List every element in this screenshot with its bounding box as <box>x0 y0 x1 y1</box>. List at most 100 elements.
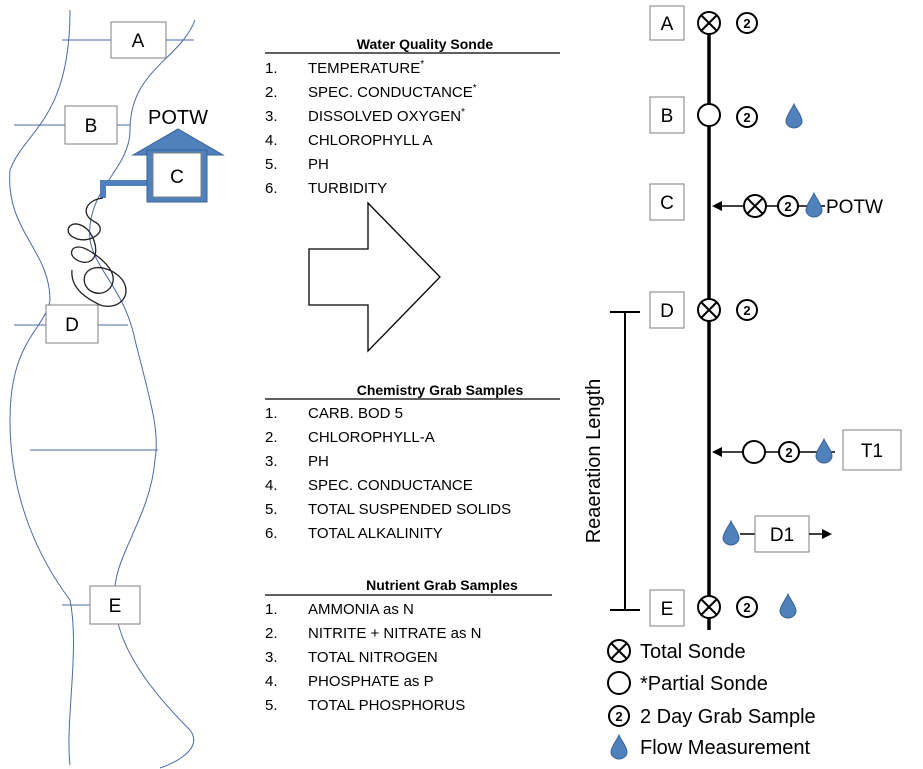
list-item: SPEC. CONDUCTANCE* <box>308 83 477 101</box>
station-label-a: A <box>661 14 674 35</box>
flow-drop-icon <box>610 734 628 760</box>
list-number: 1. <box>265 601 278 618</box>
legend-total-sonde: Total Sonde <box>640 641 746 663</box>
river-sketch: C POTW A B D E <box>9 9 225 769</box>
station-label-d: D <box>65 315 79 336</box>
svg-text:2: 2 <box>743 110 750 125</box>
list-item: TOTAL NITROGEN <box>308 649 438 666</box>
grab-sample-icon: 2 <box>736 106 758 128</box>
list-number: 3. <box>265 453 278 470</box>
list-item: TOTAL PHOSPHORUS <box>308 697 465 714</box>
flow-drop-icon <box>785 103 803 129</box>
river-bank-right <box>89 19 196 769</box>
list-number: 3. <box>265 108 278 125</box>
list-item: CHLOROPHYLL-A <box>308 429 435 446</box>
list-item: CHLOROPHYLL A <box>308 132 433 149</box>
list-number: 2. <box>265 429 278 446</box>
station-box-b <box>649 96 685 134</box>
list-number: 5. <box>265 697 278 714</box>
list-number: 4. <box>265 477 278 494</box>
list-item: PH <box>308 156 329 173</box>
list-item: TOTAL ALKALINITY <box>308 525 443 542</box>
station-label-d: D <box>660 301 674 322</box>
list-item: AMMONIA as N <box>308 601 414 618</box>
nutrient-heading: Nutrient Grab Samples <box>366 577 518 593</box>
list-number: 4. <box>265 673 278 690</box>
grab-sample-icon: 2 <box>736 12 758 34</box>
svg-text:2: 2 <box>743 600 750 615</box>
station-label-d1: D1 <box>770 525 794 546</box>
list-item: TOTAL SUSPENDED SOLIDS <box>308 501 511 518</box>
potw-label: POTW <box>826 197 883 218</box>
list-number: 1. <box>265 60 278 77</box>
grab-sample-icon: 2 <box>608 705 630 727</box>
list-number: 5. <box>265 156 278 173</box>
arrowhead <box>712 447 722 457</box>
legend-flow-measurement: Flow Measurement <box>640 737 811 759</box>
list-number: 3. <box>265 649 278 666</box>
svg-text:2: 2 <box>785 445 792 460</box>
list-item: DISSOLVED OXYGEN* <box>308 107 465 125</box>
flow-drop-icon <box>779 593 797 619</box>
list-item: PHOSPHATE as P <box>308 673 434 690</box>
station-box-a <box>649 5 685 41</box>
list-number: 1. <box>265 405 278 422</box>
list-item: SPEC. CONDUCTANCE <box>308 477 473 494</box>
flow-drop-icon <box>805 192 823 218</box>
potw-house-icon <box>131 128 225 203</box>
station-label-b: B <box>661 106 674 127</box>
arrowhead <box>822 529 832 539</box>
sonde-list: Water Quality Sonde 1. TEMPERATURE* 2. S… <box>265 36 560 197</box>
grab-sample-icon: 2 <box>736 299 758 321</box>
list-item: NITRITE + NITRATE as N <box>308 625 482 642</box>
list-number: 6. <box>265 525 278 542</box>
station-label-a: A <box>132 31 145 52</box>
list-item: CARB. BOD 5 <box>308 405 403 422</box>
svg-text:2: 2 <box>743 303 750 318</box>
station-box-c <box>649 183 685 221</box>
svg-text:2: 2 <box>615 709 622 724</box>
station-box-a <box>110 21 167 59</box>
station-label-c: C <box>170 167 184 188</box>
list-item: PH <box>308 453 329 470</box>
discharge-plume <box>67 197 127 307</box>
station-box-d <box>45 304 99 344</box>
list-number: 4. <box>265 132 278 149</box>
total-sonde-icon <box>607 639 631 663</box>
stream-schematic: Reaeration Length A 2 B 2 C <box>583 5 902 630</box>
list-number: 6. <box>265 180 278 197</box>
station-label-b: B <box>85 116 98 137</box>
legend: Total Sonde *Partial Sonde 2 2 Day Grab … <box>607 639 816 760</box>
flow-drop-icon <box>722 520 740 546</box>
partial-sonde-icon <box>742 440 766 464</box>
station-label-t1: T1 <box>861 441 883 462</box>
grab-sample-icon: 2 <box>777 195 799 217</box>
river-bank-left <box>9 9 74 766</box>
station-box-d <box>649 291 685 329</box>
legend-grab-sample: 2 Day Grab Sample <box>640 706 816 728</box>
partial-sonde-icon <box>697 103 721 127</box>
list-number: 5. <box>265 501 278 518</box>
nutrient-list: Nutrient Grab Samples 1. AMMONIA as N 2.… <box>265 577 552 714</box>
total-sonde-icon <box>697 298 721 322</box>
list-item: TURBIDITY <box>308 180 387 197</box>
block-arrow-icon <box>308 201 441 353</box>
grab-sample-icon: 2 <box>736 596 758 618</box>
partial-sonde-icon <box>607 671 631 695</box>
arrowhead <box>712 201 722 211</box>
total-sonde-icon <box>697 11 721 35</box>
total-sonde-icon <box>743 194 767 218</box>
sonde-heading: Water Quality Sonde <box>357 36 494 52</box>
outfall-pipe <box>100 180 153 198</box>
legend-partial-sonde: *Partial Sonde <box>640 673 768 695</box>
station-box-e <box>89 585 141 625</box>
station-box-b <box>64 105 118 145</box>
svg-text:2: 2 <box>743 16 750 31</box>
chemistry-list: Chemistry Grab Samples 1. CARB. BOD 5 2.… <box>265 382 560 542</box>
station-box-t1 <box>842 429 902 471</box>
reaeration-length-label: Reaeration Length <box>583 379 605 544</box>
potw-label: POTW <box>148 107 208 129</box>
station-label-e: E <box>661 599 674 620</box>
svg-text:2: 2 <box>784 199 791 214</box>
list-number: 2. <box>265 625 278 642</box>
